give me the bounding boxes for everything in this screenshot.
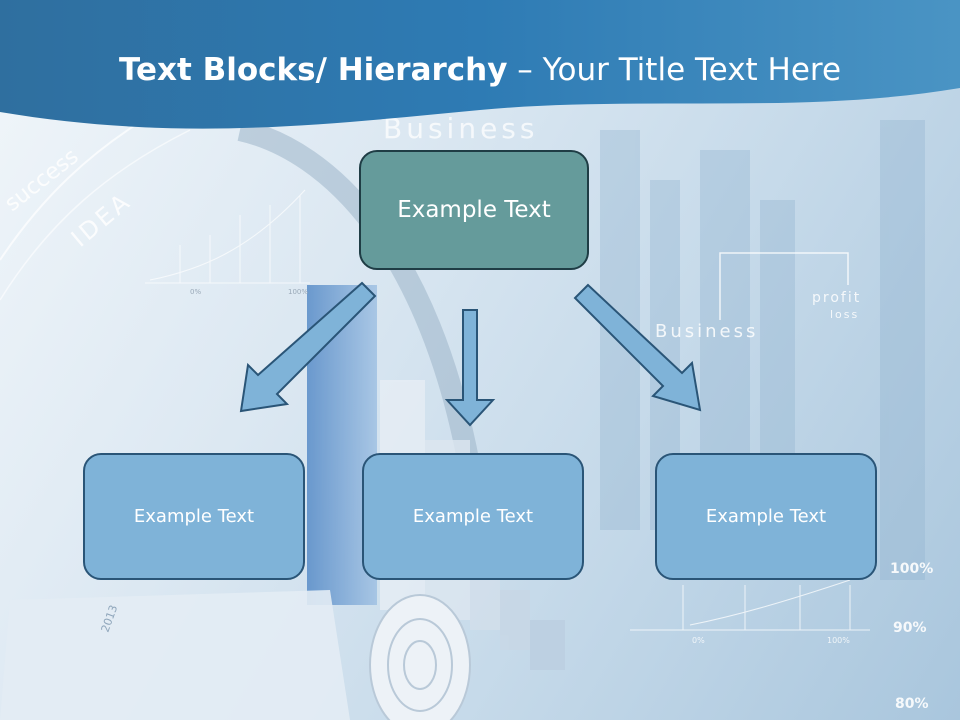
bg-word-90pct: 90% [893, 620, 927, 636]
bg-word-loss: loss [830, 308, 859, 321]
top-level-box-label: Example Text [397, 197, 551, 223]
bg-word-100pct: 100% [890, 561, 933, 577]
bg-word-mini2-0: 0% [692, 636, 705, 645]
title-bold-part: Text Blocks/ Hierarchy [118, 52, 508, 88]
bg-word-business-top: Business [383, 112, 538, 145]
bg-word-mini-100: 100% [288, 288, 308, 296]
arrow-right [573, 283, 702, 412]
child-box-right[interactable]: Example Text [655, 453, 877, 580]
child-box-center-label: Example Text [412, 506, 534, 527]
bg-bracket [719, 252, 849, 320]
bg-word-mini-0: 0% [190, 288, 201, 296]
bg-arc [0, 129, 191, 301]
top-level-box[interactable]: Example Text [359, 150, 589, 270]
child-box-right-label: Example Text [705, 506, 827, 527]
bg-word-profit: profit [812, 290, 861, 306]
child-box-left[interactable]: Example Text [83, 453, 305, 580]
header-band [0, 0, 960, 129]
bg-mini-chart-right [630, 579, 870, 631]
bg-rolled-paper [0, 590, 471, 720]
arrow-left [239, 281, 377, 413]
bg-mini-chart-left [145, 189, 310, 284]
bg-word-mini2-100: 100% [827, 636, 850, 645]
child-box-center[interactable]: Example Text [362, 453, 584, 580]
arrow-center [444, 309, 496, 427]
title-normal-part: Your Title Text Here [542, 52, 842, 88]
bg-data-columns [600, 120, 925, 580]
title-dash: – [507, 52, 543, 88]
slide-title: Text Blocks/ Hierarchy – Your Title Text… [0, 52, 960, 88]
child-box-left-label: Example Text [133, 506, 255, 527]
bg-word-80pct: 80% [895, 696, 929, 712]
bg-word-business-mid: Business [655, 321, 758, 342]
